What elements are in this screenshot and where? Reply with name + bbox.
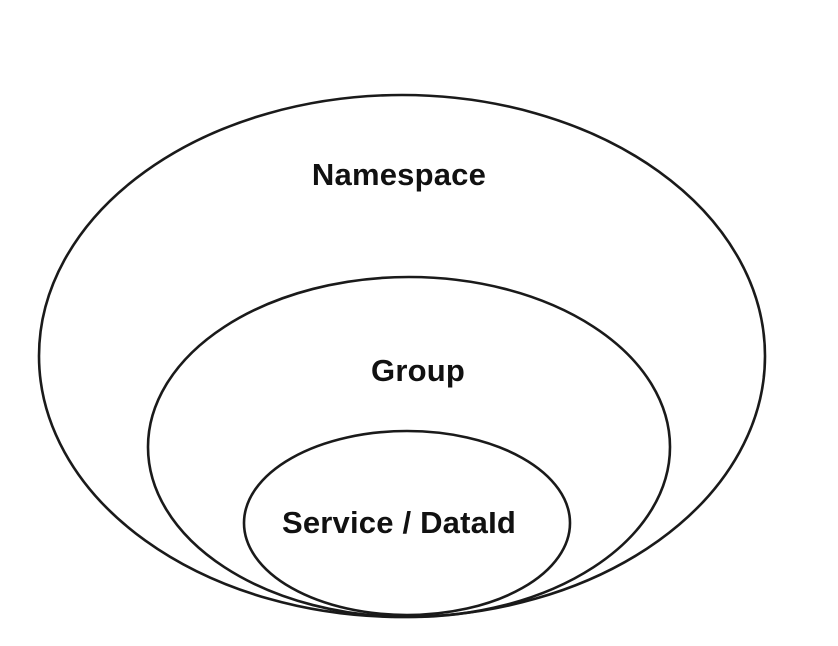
label-service-dataid: Service / DataId xyxy=(282,505,516,540)
ellipse-service-dataid[interactable] xyxy=(242,429,572,617)
label-namespace: Namespace xyxy=(312,157,486,192)
label-group: Group xyxy=(371,353,465,388)
ellipse-group[interactable] xyxy=(146,275,672,619)
